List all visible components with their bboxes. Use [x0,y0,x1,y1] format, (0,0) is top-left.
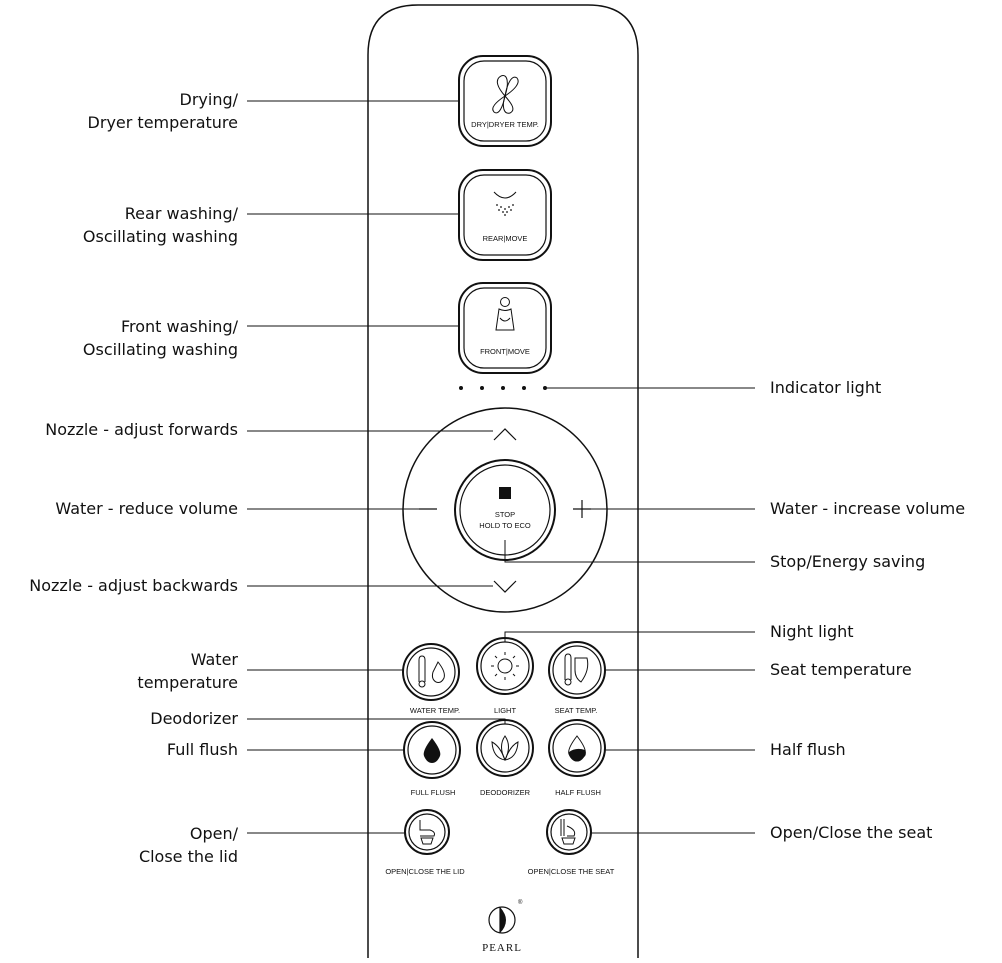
callout-indicator-light: Indicator light [770,378,882,397]
navigation-ring [402,407,608,613]
stop-square-icon [499,487,511,499]
front-wash-button[interactable]: FRONT|MOVE [458,282,552,374]
open-close-lid-button[interactable]: OPEN|CLOSE THE LID [385,809,465,876]
toilet-seat-icon [560,819,576,845]
deodorizer-label: DEODORIZER [480,788,531,797]
indicator-dot [501,386,505,390]
chevron-down-icon [493,580,517,593]
indicator-lights [459,386,547,390]
sun-icon [491,652,519,680]
seat-temp-button[interactable]: SEAT TEMP. [548,641,606,715]
callout-seat-temperature: Seat temperature [770,660,912,679]
water-temp-label: WATER TEMP. [410,706,460,715]
half-drop-icon [568,735,586,762]
callout-full-flush: Full flush [166,740,238,759]
full-flush-label: FULL FLUSH [411,788,456,797]
half-flush-label: HALF FLUSH [555,788,601,797]
lotus-icon [491,735,519,762]
dry-label: DRY|DRYER TEMP. [471,120,539,129]
person-icon [495,297,515,331]
chevron-up-icon [493,428,517,441]
deodorizer-button[interactable]: DEODORIZER [476,719,534,797]
pearl-logo: ® PEARL [482,899,523,954]
callout-drying: Drying/ Dryer temperature [87,90,238,132]
callout-nozzle-forwards: Nozzle - adjust forwards [45,420,238,439]
light-button[interactable]: LIGHT [476,637,534,715]
front-label: FRONT|MOVE [480,347,530,356]
callout-rear-washing: Rear washing/ Oscillating washing [82,204,238,246]
callout-nozzle-backwards: Nozzle - adjust backwards [29,576,238,595]
stop-sub-label: HOLD TO ECO [479,521,531,530]
thermometer-seat-icon [564,653,589,686]
light-label: LIGHT [494,706,517,715]
callout-night-light: Night light [770,622,854,641]
nozzle-forward-button[interactable] [493,428,517,441]
callout-deodorizer: Deodorizer [150,709,238,728]
callout-front-washing: Front washing/ Oscillating washing [82,317,238,359]
seat-temp-label: SEAT TEMP. [555,706,598,715]
indicator-dot [480,386,484,390]
water-temp-button[interactable]: WATER TEMP. [402,643,460,715]
leader-lines [247,100,755,834]
rear-label: REAR|MOVE [483,234,528,243]
toilet-lid-icon [419,820,435,845]
water-drop-icon [423,738,441,763]
open-lid-label: OPEN|CLOSE THE LID [385,867,465,876]
indicator-dot [522,386,526,390]
indicator-dot [459,386,463,390]
callout-half-flush: Half flush [770,740,846,759]
thermometer-drop-icon [418,655,445,688]
dry-button[interactable]: DRY|DRYER TEMP. [458,55,552,147]
callout-water-temperature: Water temperature [137,650,238,692]
open-close-seat-button[interactable]: OPEN|CLOSE THE SEAT [528,809,615,876]
trademark-symbol: ® [518,899,523,906]
full-flush-button[interactable]: FULL FLUSH [403,721,461,797]
nozzle-backward-button[interactable] [493,580,517,593]
rear-wash-button[interactable]: REAR|MOVE [458,169,552,261]
stop-label: STOP [495,510,515,519]
callout-open-close-lid: Open/ Close the lid [138,824,238,866]
open-seat-label: OPEN|CLOSE THE SEAT [528,867,615,876]
fan-icon [492,75,519,114]
callout-open-close-seat: Open/Close the seat [770,823,933,842]
brand-name: PEARL [482,942,522,954]
remote-body [367,4,639,958]
callout-water-reduce: Water - reduce volume [55,499,238,518]
rear-wash-icon [493,191,517,216]
callout-stop-energy: Stop/Energy saving [770,552,926,571]
callout-water-increase: Water - increase volume [770,499,966,518]
half-flush-button[interactable]: HALF FLUSH [548,719,606,797]
